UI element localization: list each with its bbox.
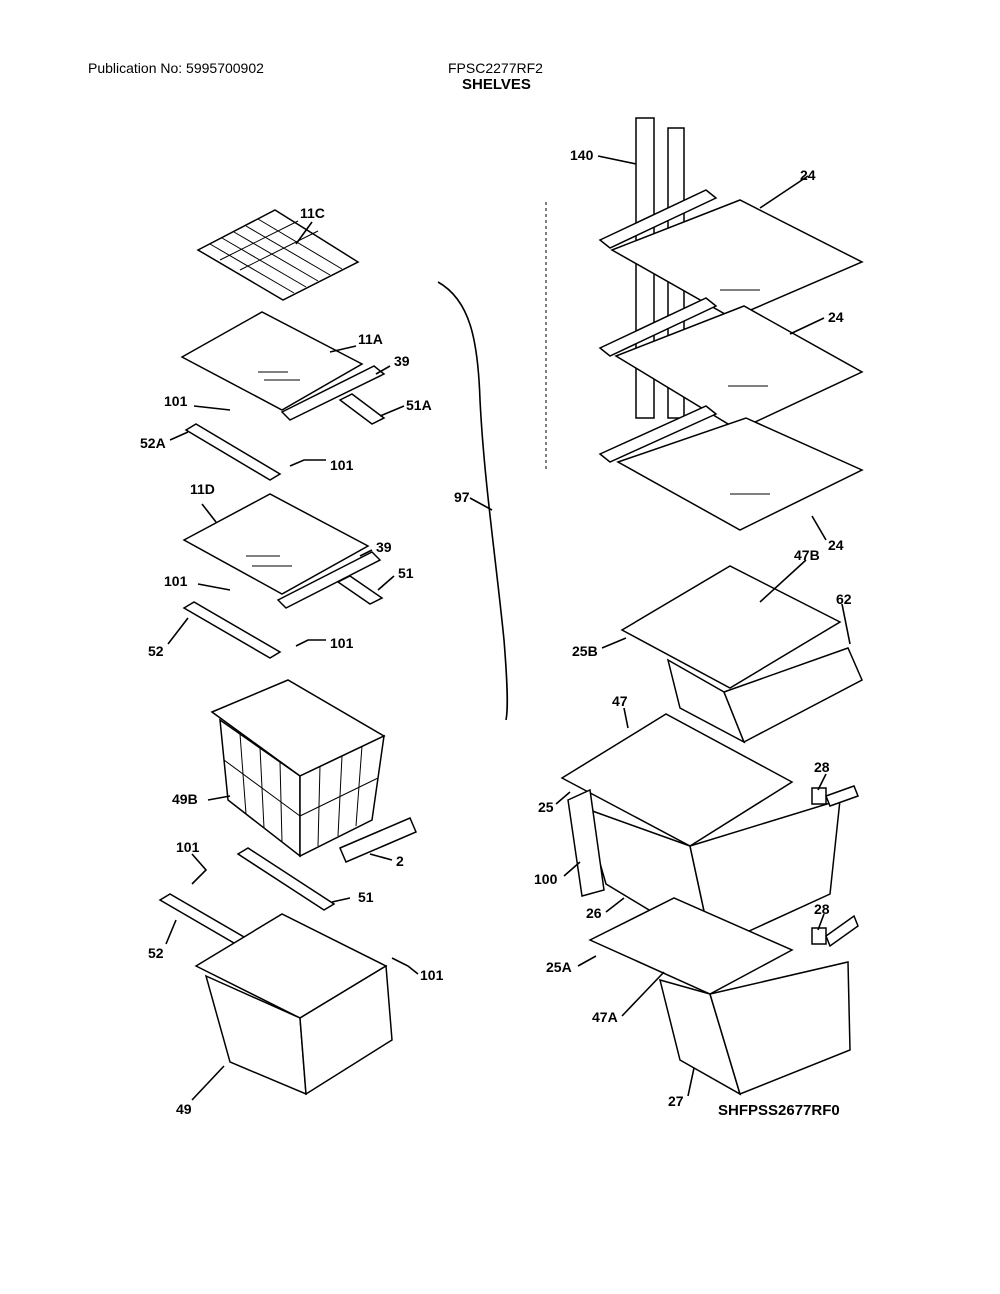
label-47: 47 <box>612 693 628 709</box>
label-2: 2 <box>396 853 404 869</box>
label-47b: 47B <box>794 547 820 563</box>
label-101-a: 101 <box>164 393 188 409</box>
shelf-24-bottom <box>598 405 864 531</box>
label-51a: 51A <box>406 397 432 413</box>
rail-51a <box>338 393 386 425</box>
wire-shelf-11c <box>196 209 360 301</box>
label-25b: 25B <box>572 643 598 659</box>
drawer-27 <box>588 897 851 1096</box>
label-24-top: 24 <box>800 167 816 183</box>
label-49b: 49B <box>172 791 198 807</box>
bin-49 <box>194 913 393 1096</box>
label-101-f: 101 <box>420 967 444 983</box>
label-101-c: 101 <box>164 573 188 589</box>
leader-lines <box>165 155 851 1101</box>
label-25: 25 <box>538 799 554 815</box>
part-labels: 11C 11A 39 101 51A 52A 101 11D 39 101 51… <box>140 147 852 1117</box>
label-28-lower: 28 <box>814 901 830 917</box>
glass-shelf-11d <box>182 493 370 595</box>
label-49: 49 <box>176 1101 192 1117</box>
shelf-24-top <box>598 189 864 319</box>
trim-39-lower <box>276 551 382 609</box>
label-100: 100 <box>534 871 558 887</box>
publication-number: Publication No: 5995700902 <box>88 60 264 76</box>
label-52a: 52A <box>140 435 166 451</box>
glass-shelf-11a <box>180 311 364 411</box>
label-97: 97 <box>454 489 470 505</box>
hinge-28-lower <box>811 914 859 948</box>
label-28-upper: 28 <box>814 759 830 775</box>
trim-39-upper <box>280 365 386 421</box>
label-47a: 47A <box>592 1009 618 1025</box>
label-62: 62 <box>836 591 852 607</box>
label-51-upper: 51 <box>398 565 414 581</box>
label-101-b: 101 <box>330 457 354 473</box>
label-11a: 11A <box>358 331 383 347</box>
cable-97 <box>437 281 509 721</box>
diagram-code: SHFPSS2677RF0 <box>718 1102 840 1119</box>
rail-51-upper <box>336 575 384 605</box>
crisper-cover-47b <box>620 565 863 744</box>
label-25a: 25A <box>546 959 572 975</box>
label-140: 140 <box>570 147 594 163</box>
label-24-middle: 24 <box>828 309 844 325</box>
label-27: 27 <box>668 1093 684 1109</box>
ladder-rail-140 <box>545 117 685 470</box>
label-52-lower: 52 <box>148 945 164 961</box>
crisper-drawer-47 <box>560 713 841 950</box>
label-52-upper: 52 <box>148 643 164 659</box>
label-101-d: 101 <box>330 635 354 651</box>
label-101-e: 101 <box>176 839 200 855</box>
label-11d: 11D <box>190 481 215 497</box>
label-26: 26 <box>586 905 602 921</box>
label-11c: 11C <box>300 205 325 221</box>
model-number: FPSC2277RF2 <box>448 60 543 76</box>
label-51-lower: 51 <box>358 889 374 905</box>
label-39-lower: 39 <box>376 539 392 555</box>
shelf-24-middle <box>598 297 864 431</box>
wire-basket-49b <box>210 679 386 858</box>
label-39-upper: 39 <box>394 353 410 369</box>
rail-52-upper <box>182 601 282 659</box>
strip-2 <box>339 817 417 863</box>
rail-51-lower <box>236 847 336 911</box>
rail-52a <box>184 423 282 481</box>
label-24-bottom: 24 <box>828 537 844 553</box>
section-title: SHELVES <box>462 76 531 93</box>
